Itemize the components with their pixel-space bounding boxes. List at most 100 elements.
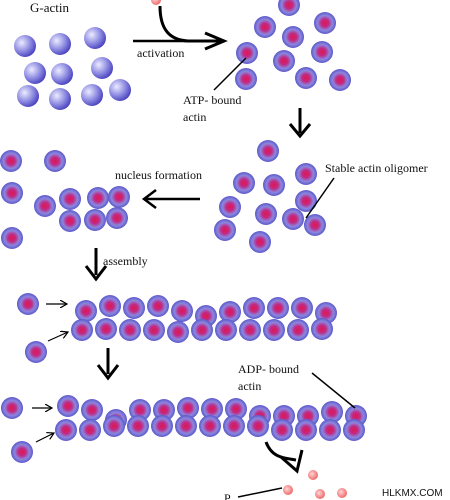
oligomer-monomer: [304, 214, 326, 236]
g-actin-monomer: [84, 27, 106, 49]
activation-arrowhead: [204, 31, 228, 51]
filament-2: [1, 395, 367, 463]
g-actin-label: G-actin: [30, 0, 69, 15]
watermark: HLKMX.COM: [382, 488, 443, 499]
filament-2-monomer: [151, 415, 173, 437]
filament-2-monomer: [271, 419, 293, 441]
filament-1-monomer: [243, 297, 265, 319]
filament-1: [17, 293, 337, 363]
filament-2-monomer: [57, 395, 79, 417]
atp-bound-pointer: [213, 57, 247, 91]
filament-1-monomer: [123, 297, 145, 319]
nucleus-monomer: [1, 227, 23, 249]
atp-actin-monomer: [295, 67, 317, 89]
g-actin-monomers: [14, 27, 131, 110]
filament-1-monomer: [287, 319, 309, 341]
g-actin-monomer: [49, 88, 71, 110]
phosphate-top: [151, 0, 161, 5]
atp-actin-monomer: [235, 68, 257, 90]
oligomer-monomer: [257, 140, 279, 162]
nucleus-monomer: [44, 150, 66, 172]
adp-bound-label-line2: actin: [238, 379, 261, 393]
g-actin-monomer: [14, 35, 36, 57]
atp-bound-label-line1: ATP- bound: [183, 93, 241, 107]
filament-1-monomer: [171, 300, 193, 322]
adp-bound-pointer: [311, 372, 356, 409]
phosphate-release-arrow: [264, 441, 304, 474]
filament-2-monomer: [295, 419, 317, 441]
filament-1-monomer: [311, 318, 333, 340]
atp-actin-monomer: [329, 69, 351, 91]
filament-1-monomer: [219, 301, 241, 323]
nucleus-monomer: [1, 182, 23, 204]
filament-1-monomer: [239, 319, 261, 341]
oligomer-monomer: [219, 196, 241, 218]
filament-1-monomer: [119, 319, 141, 341]
nucleus-monomer: [106, 207, 128, 229]
filament-2-incoming-arrow-bottom: [35, 433, 54, 443]
down-arrow-1: [288, 108, 312, 139]
phosphate-dot: [315, 489, 325, 499]
filament-2-monomer: [11, 441, 33, 463]
nucleus-monomer: [59, 188, 81, 210]
g-actin-monomer: [81, 84, 103, 106]
released-phosphates: [283, 470, 347, 499]
nucleus-formation-label: nucleus formation: [115, 168, 202, 182]
g-actin-monomer: [109, 79, 131, 101]
oligomer-monomer: [295, 163, 317, 185]
filament-2-monomer: [55, 419, 77, 441]
activation-label: activation: [137, 46, 184, 60]
phosphate-dot: [283, 485, 293, 495]
atp-actin-monomer: [311, 41, 333, 63]
oligomer-monomer: [295, 190, 317, 212]
filament-2-monomer: [225, 398, 247, 420]
filament-1-monomer: [25, 341, 47, 363]
nucleus-monomer: [34, 195, 56, 217]
g-actin-monomer: [24, 62, 46, 84]
nucleus-formation-arrow: [141, 189, 200, 209]
g-actin-monomer: [51, 63, 73, 85]
oligomer-monomer: [282, 208, 304, 230]
filament-2-monomer: [201, 398, 223, 420]
assembly-arrow: [84, 248, 108, 282]
adp-bound-label-line1: ADP- bound: [238, 362, 299, 376]
filament-2-monomer: [153, 399, 175, 421]
filament-1-monomer: [191, 319, 213, 341]
atp-actin-monomer: [254, 16, 276, 38]
atp-bound-label-line2: actin: [183, 110, 206, 124]
atp-bound-monomers: [235, 0, 351, 91]
atp-actin-monomer: [273, 50, 295, 72]
stable-oligomer-monomers: [214, 140, 326, 253]
filament-1-monomer: [95, 318, 117, 340]
filament-2-monomer: [79, 419, 101, 441]
phosphate-dot: [337, 488, 347, 498]
filament-2-monomer: [319, 419, 341, 441]
filament-2-monomer: [247, 415, 269, 437]
filament-1-monomer: [99, 295, 121, 317]
filament-1-monomer: [291, 297, 313, 319]
filament-1-monomer: [143, 319, 165, 341]
filament-2-monomer: [321, 401, 343, 423]
phosphate-label: P: [224, 491, 231, 500]
oligomer-monomer: [263, 174, 285, 196]
filament-2-monomer: [129, 399, 151, 421]
phosphate-dot: [308, 470, 318, 480]
nucleus-monomers: [0, 150, 130, 249]
filament-2-monomer: [177, 397, 199, 419]
filament-1-monomer: [147, 295, 169, 317]
filament-2-monomer: [127, 415, 149, 437]
filament-2-monomer: [81, 399, 103, 421]
filament-2-monomer: [223, 415, 245, 437]
down-arrow-2: [96, 348, 120, 381]
g-actin-monomer: [49, 33, 71, 55]
nucleus-monomer: [87, 187, 109, 209]
filament-1-monomer: [267, 297, 289, 319]
nucleus-monomer: [0, 150, 22, 172]
filament-2-monomer: [175, 415, 197, 437]
assembly-label: assembly: [103, 254, 148, 268]
filament-1-monomer: [17, 293, 39, 315]
nucleus-monomer: [108, 186, 130, 208]
filament-1-monomer: [215, 319, 237, 341]
atp-actin-monomer: [278, 0, 300, 16]
